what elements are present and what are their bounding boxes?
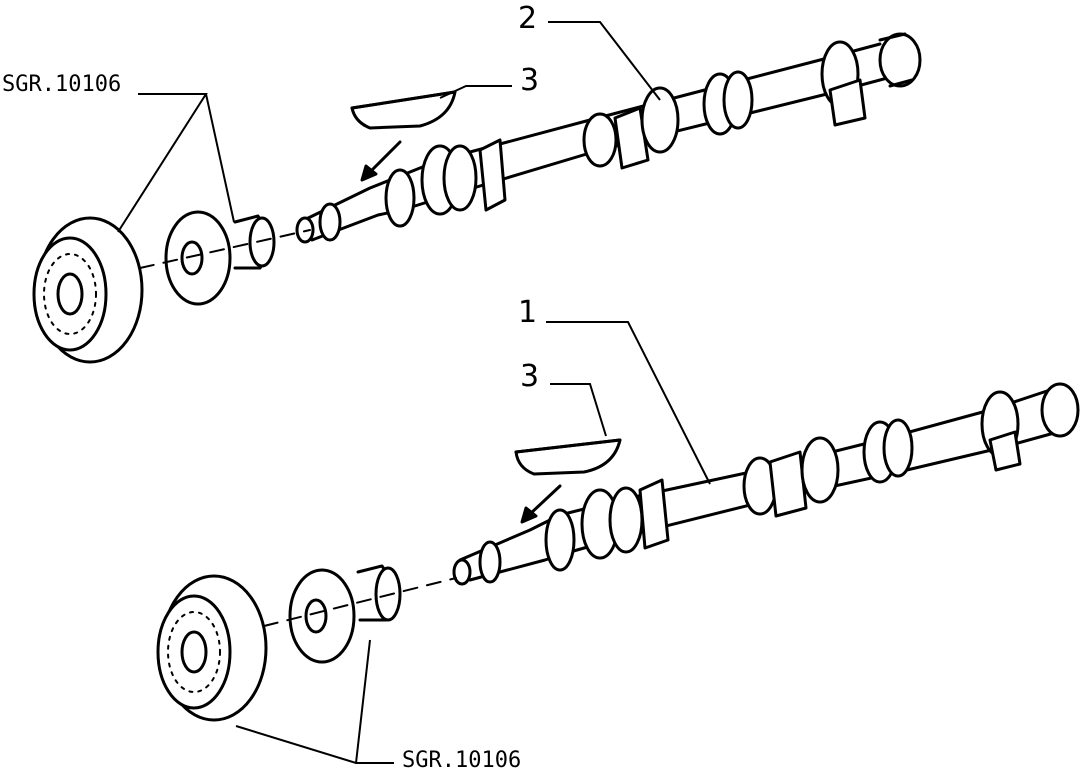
lower-sprocket [158,576,266,720]
leader-lower-camshaft [546,322,710,484]
reference-code-lower: SGR.10106 [402,748,522,773]
lower-hub-flange [290,566,400,662]
upper-camshaft [297,34,920,242]
leader-lower-ref-sprocket [236,726,394,763]
upper-hub-flange [166,212,274,304]
lower-woodruff-key [516,440,620,474]
callout-2: 2 [518,1,538,36]
leader-upper-key [440,86,512,98]
callout-1: 1 [518,295,538,330]
upper-key-arrow [362,142,400,180]
lower-camshaft [454,384,1078,584]
upper-assembly [34,34,920,362]
leader-lower-key [550,384,606,436]
callout-3-upper: 3 [520,63,540,98]
leader-upper-camshaft [548,22,660,100]
leader-upper-ref-hub [206,94,234,222]
leader-lower-ref-hub [356,640,370,763]
reference-code-upper: SGR.10106 [2,72,122,97]
lower-assembly [158,384,1078,720]
lower-key-arrow [522,486,560,522]
upper-sprocket [34,218,142,362]
upper-woodruff-key [352,92,455,128]
leader-lines [118,22,710,763]
callout-3-lower: 3 [520,359,540,394]
